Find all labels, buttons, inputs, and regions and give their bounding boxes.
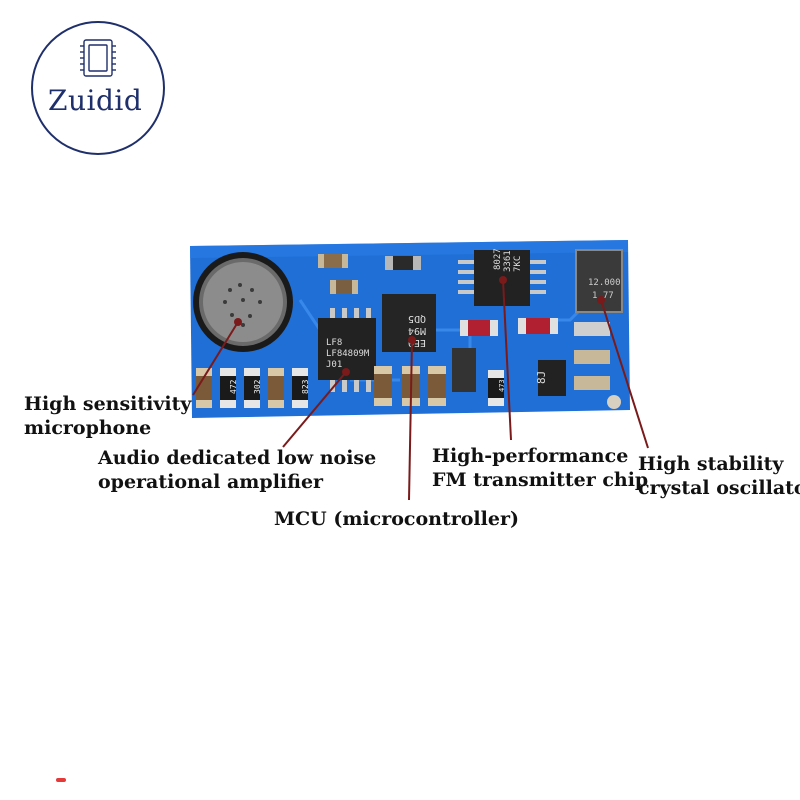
oscillator-label: High stability crystal oscillator: [638, 452, 800, 500]
mcu-mark-3: EE0: [408, 337, 426, 348]
fm-chip-label-line1: High-performance: [432, 445, 629, 467]
oscillator-label-line1: High stability: [638, 453, 784, 475]
zuidid-logo: [31, 21, 165, 155]
fm-mark-3: 7KC: [513, 256, 523, 272]
amp-mark-3: J01: [326, 360, 342, 370]
mcu-label: MCU (microcontroller): [274, 507, 519, 531]
amp-mark-1: LF8: [326, 338, 342, 348]
fm-mark-2: 3361: [503, 250, 513, 272]
microphone: [193, 252, 293, 352]
crystal-mark-1: 12.000: [588, 278, 621, 288]
mcu-chip: QD5 M94 EE0: [382, 294, 436, 352]
red-mark: [56, 778, 66, 782]
oscillator-label-line2: crystal oscillator: [638, 477, 800, 499]
microphone-label: High sensitivity microphone: [24, 392, 191, 440]
microphone-label-line2: microphone: [24, 417, 152, 439]
amplifier-label: Audio dedicated low noise operational am…: [98, 446, 376, 494]
fm-mark-1: 8027: [493, 248, 503, 270]
res-mark-3: 823: [301, 379, 310, 394]
pointer-lines: [192, 279, 649, 501]
mcu-mark-2: M94: [408, 325, 426, 336]
microphone-label-line1: High sensitivity: [24, 393, 192, 415]
res-mark-2: 302: [253, 379, 262, 394]
mcu-mark-1: QD5: [408, 313, 426, 324]
res-mark-4: 473: [498, 379, 506, 392]
fm-chip-label-line2: FM transmitter chip: [432, 469, 649, 491]
logo-text: Zuidid: [48, 84, 143, 117]
passive-components: 8J 472 302 823 473: [196, 254, 621, 409]
res-mark-1: 472: [229, 379, 238, 394]
amplifier-label-line2: operational amplifier: [98, 471, 324, 493]
mcu-label-line1: MCU (microcontroller): [274, 508, 519, 530]
chip-icon: [80, 39, 116, 77]
amplifier-chip: LF8 LF84809M J01: [318, 308, 376, 392]
amp-mark-2: LF84809M: [326, 349, 370, 359]
pointer-dots: [234, 276, 605, 376]
inductor-mark: 8J: [535, 371, 548, 384]
crystal-mark-2: 1.77: [592, 291, 614, 301]
amplifier-label-line1: Audio dedicated low noise: [98, 447, 377, 469]
fm-chip-label: High-performance FM transmitter chip: [432, 444, 648, 492]
